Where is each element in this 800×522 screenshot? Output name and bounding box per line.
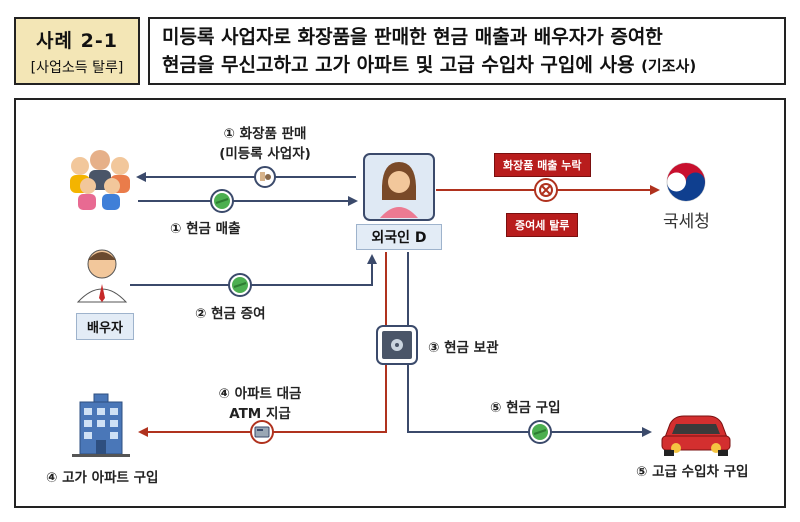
- luxury-car-icon: [661, 415, 731, 456]
- apartment-arrow: [138, 252, 387, 437]
- case-label-box: 사례 2-1 [사업소득 탈루]: [14, 17, 140, 85]
- gift-tax-evasion-badge: 증여세 탈루: [506, 213, 579, 237]
- cash-keep-label: ③ 현금 보관: [428, 340, 499, 356]
- tax-office-label: 국세청: [663, 212, 710, 232]
- headline-line-2-main: 현금을 무신고하고 고가 아파트 및 고급 수입차 구입에 사용: [162, 53, 635, 76]
- case-subtitle: [사업소득 탈루]: [30, 59, 124, 76]
- coin-icon-sales: [210, 189, 234, 213]
- tax-office-logo-icon: [666, 162, 706, 202]
- foreigner-d-label: 외국인 D: [356, 224, 442, 250]
- case-title: 사례 2-1: [36, 29, 118, 52]
- car-node-label: ⑤ 고급 수입차 구입: [636, 464, 749, 480]
- case-headline: 미등록 사업자로 화장품을 판매한 현금 매출과 배우자가 증여한 현금을 무신…: [148, 17, 786, 85]
- cash-gift-arrow: [130, 254, 377, 286]
- sale-label-line-2: (미등록 사업자): [219, 146, 311, 162]
- safe-icon: [376, 325, 418, 365]
- car-arrow: [407, 252, 652, 437]
- customers-icon: [70, 150, 130, 210]
- apartment-building-icon: [72, 393, 130, 457]
- spouse-icon: [76, 249, 128, 303]
- cash-sales-label: ① 현금 매출: [170, 221, 241, 237]
- headline-tag: (기조사): [641, 56, 697, 75]
- apartment-payment-line-1: ④ 아파트 대금: [218, 386, 302, 402]
- coin-icon-car: [528, 420, 552, 444]
- foreigner-avatar-icon: [363, 153, 435, 221]
- forbidden-icon: [534, 178, 558, 202]
- cosmetics-icon: [254, 166, 276, 188]
- headline-line-2: 현금을 무신고하고 고가 아파트 및 고급 수입차 구입에 사용 (기조사): [162, 51, 772, 80]
- apartment-purchase-label: ④ 고가 아파트 구입: [46, 470, 159, 486]
- sale-label: ① 화장품 판매 (미등록 사업자): [205, 122, 325, 162]
- spouse-label: 배우자: [76, 313, 134, 340]
- apartment-payment-line-2: ATM 지급: [229, 406, 291, 422]
- atm-card-icon: [250, 420, 274, 444]
- sale-label-line-1: ① 화장품 판매: [223, 126, 307, 142]
- cash-gift-label: ② 현금 증여: [195, 306, 266, 322]
- sales-omission-badge: 화장품 매출 누락: [494, 153, 591, 177]
- apartment-payment-label: ④ 아파트 대금 ATM 지급: [200, 382, 320, 422]
- coin-icon-gift: [228, 273, 252, 297]
- headline-line-1: 미등록 사업자로 화장품을 판매한 현금 매출과 배우자가 증여한: [162, 25, 663, 48]
- car-purchase-label: ⑤ 현금 구입: [490, 400, 561, 416]
